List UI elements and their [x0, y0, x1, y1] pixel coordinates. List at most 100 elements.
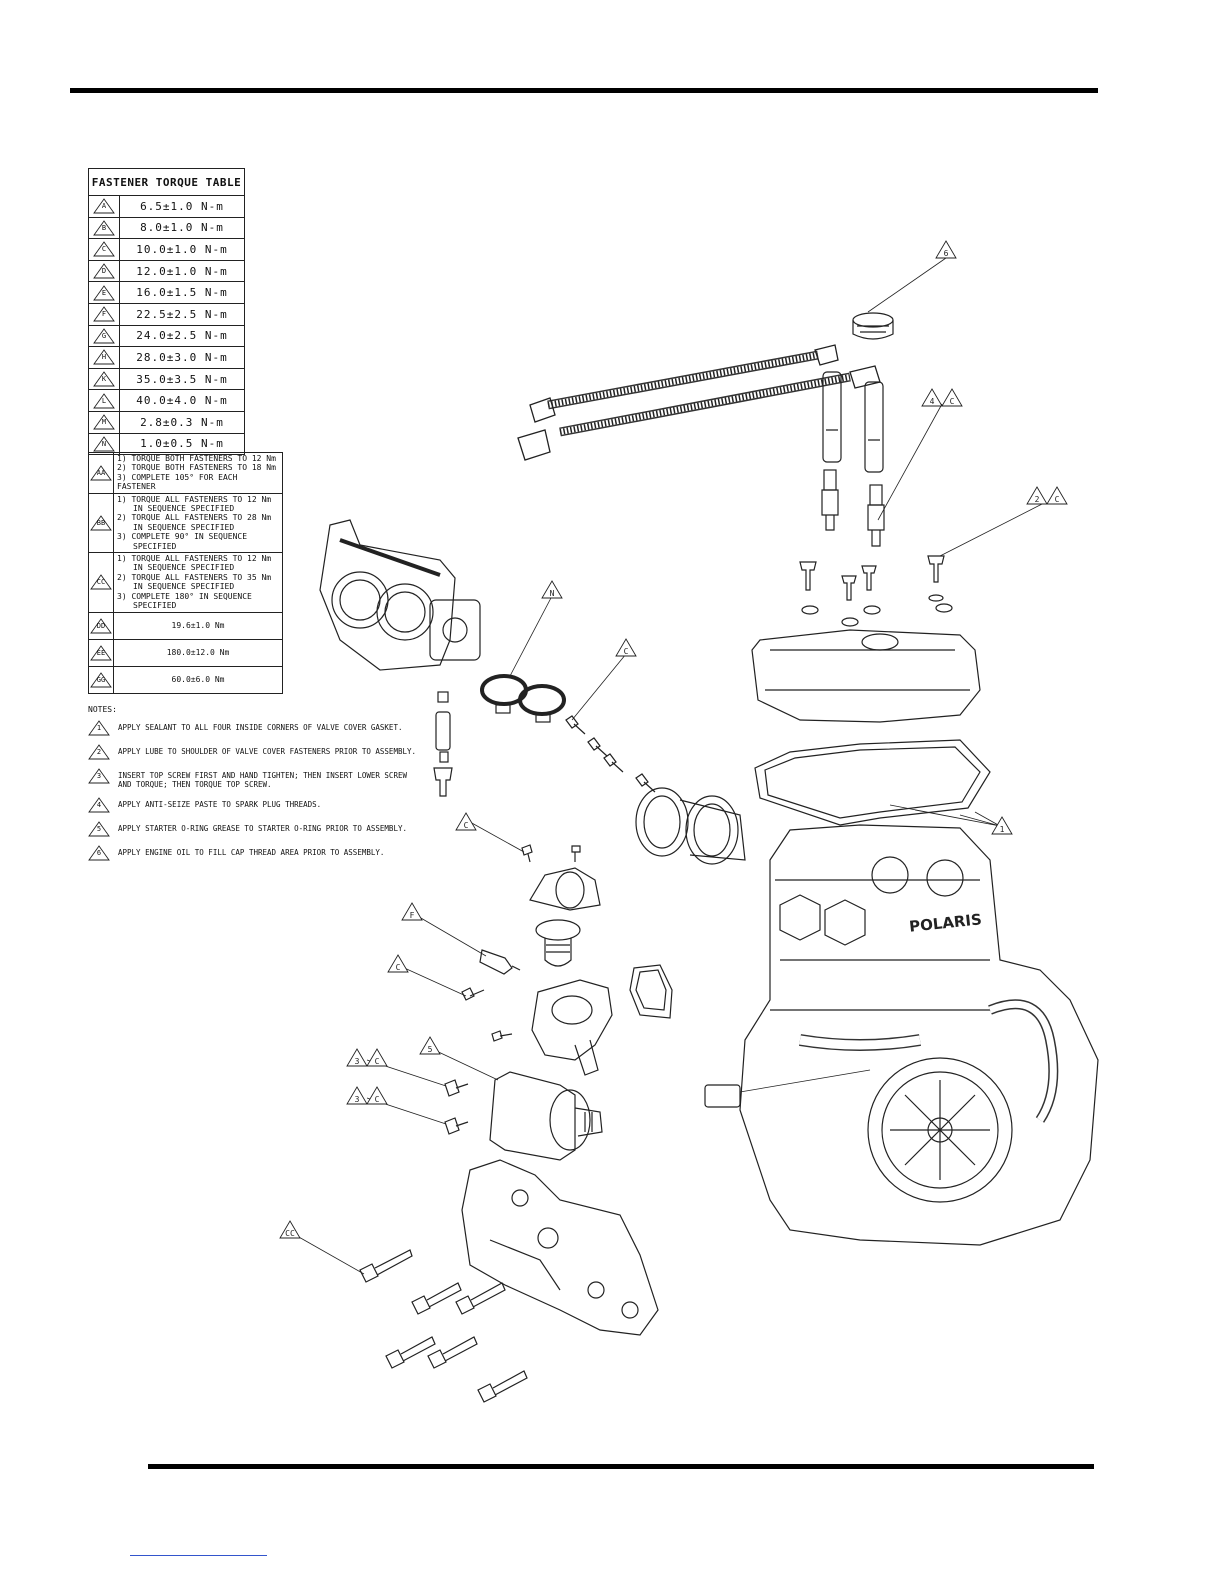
callout-label: C [464, 821, 469, 830]
valve-cover [751, 629, 981, 723]
sequence-code-triangle: CC [90, 574, 112, 590]
torque-row: L 40.0±4.0 N-m [88, 389, 245, 412]
note-item: 6 APPLY ENGINE OIL TO FILL CAP THREAD ARE… [88, 845, 418, 861]
callout-c3ab: C [366, 1048, 388, 1067]
callout-c4b: C [941, 388, 963, 407]
sequence-step: 2) TORQUE BOTH FASTENERS TO 18 Nm [117, 463, 276, 473]
callout-label: C [375, 1095, 380, 1104]
callout-c4: 4 [921, 388, 943, 407]
top-rule [70, 88, 1098, 93]
callout-cN: N [541, 580, 563, 599]
torque-code: A [101, 202, 107, 211]
torque-code-triangle: D [93, 263, 115, 279]
engine-block [704, 824, 1099, 1246]
sequence-step: IN SEQUENCE SPECIFIED [133, 522, 235, 532]
callout-label: 3 [355, 1095, 360, 1104]
torque-code: GG [96, 675, 106, 684]
torque-code-triangle: N [93, 436, 115, 452]
callout-label: C [950, 397, 955, 406]
torque-value: 6.5±1.0 N-m [119, 195, 245, 218]
torque-code: EE [96, 648, 106, 657]
throttle-body [319, 519, 481, 671]
footer-link[interactable] [130, 1555, 267, 1556]
callout-cC3: C [387, 954, 409, 973]
torque-code-cell: B [88, 216, 120, 240]
torque-code-cell: A [88, 195, 120, 218]
callout-cF: F [401, 902, 423, 921]
torque-code-triangle: G [93, 328, 115, 344]
intake-boots [635, 787, 746, 865]
callout-c5: 5 [419, 1036, 441, 1055]
torque-code-cell: C [88, 238, 120, 261]
torque-table-title: FASTENER TORQUE TABLE [88, 168, 245, 196]
sequence-step: 1) TORQUE BOTH FASTENERS TO 12 Nm [117, 454, 276, 463]
note-number: 5 [96, 825, 102, 833]
callout-label: C [624, 647, 629, 656]
sequence-step: 1) TORQUE ALL FASTENERS TO 12 Nm [117, 554, 272, 564]
valve-cover-fasteners [799, 555, 953, 627]
torque-value: 22.5±2.5 N-m [119, 302, 245, 326]
torque-code: C [101, 245, 107, 254]
sequence-code: AA [96, 468, 106, 477]
sequence-step: IN SEQUENCE SPECIFIED [133, 504, 235, 514]
thermostat-cover [529, 867, 601, 911]
callout-label: F [410, 911, 415, 920]
sequence-step: 3) COMPLETE 105° FOR EACH FASTENER [117, 472, 238, 492]
callout-c3bb: C [366, 1086, 388, 1105]
notes-heading: NOTES: [88, 705, 117, 714]
torque-code: L [101, 396, 107, 405]
sequence-step: 1) TORQUE ALL FASTENERS TO 12 Nm [117, 494, 272, 504]
torque-value: 180.0±12.0 Nm [113, 638, 283, 667]
torque-code: H [101, 353, 107, 362]
polaris-logo-text: POLARIS [908, 910, 982, 936]
note-number-triangle: 5 [88, 821, 112, 837]
sequence-code-triangle: AA [90, 465, 112, 481]
note-text: APPLY LUBE TO SHOULDER OF VALVE COVER FA… [118, 747, 417, 756]
note-number-triangle: 4 [88, 797, 112, 813]
callout-label: C [1055, 495, 1060, 504]
callout-label: 3 [355, 1057, 360, 1066]
temperature-sensor [479, 949, 521, 975]
sequence-step: IN SEQUENCE SPECIFIED [133, 563, 235, 573]
sequence-step: 3) COMPLETE 180° IN SEQUENCE [117, 591, 252, 601]
torque-code-triangle: H [93, 349, 115, 365]
hose-clamps [480, 674, 566, 723]
torque-code-triangle: L [93, 392, 115, 409]
callout-c6: 6 [935, 240, 957, 259]
callout-label: 5 [428, 1045, 433, 1054]
torque-code-triangle: A [93, 198, 115, 214]
sequence-step: IN SEQUENCE SPECIFIED [133, 582, 235, 592]
note-text: APPLY SEALANT TO ALL FOUR INSIDE CORNERS… [118, 723, 403, 732]
torque-row: B 8.0±1.0 N-m [88, 216, 245, 240]
torque-value: 8.0±1.0 N-m [119, 216, 245, 240]
note-item: 1 APPLY SEALANT TO ALL FOUR INSIDE CORNER… [88, 720, 418, 736]
bracket-bolts [359, 1249, 528, 1403]
note-text: APPLY ENGINE OIL TO FILL CAP THREAD AREA… [118, 848, 385, 857]
torque-value: 40.0±4.0 N-m [119, 389, 245, 412]
note-number: 1 [96, 724, 102, 732]
torque-code: B [101, 223, 107, 232]
spark-plugs [821, 469, 885, 547]
engine-mount-bracket [461, 1159, 659, 1336]
torque-code-triangle: F [93, 306, 115, 322]
note-number-triangle: 6 [88, 845, 112, 861]
callout-label: 1 [1000, 825, 1005, 834]
callout-c3b: 3 [346, 1086, 368, 1105]
sequence-step: 3) COMPLETE 90° IN SEQUENCE [117, 532, 248, 542]
